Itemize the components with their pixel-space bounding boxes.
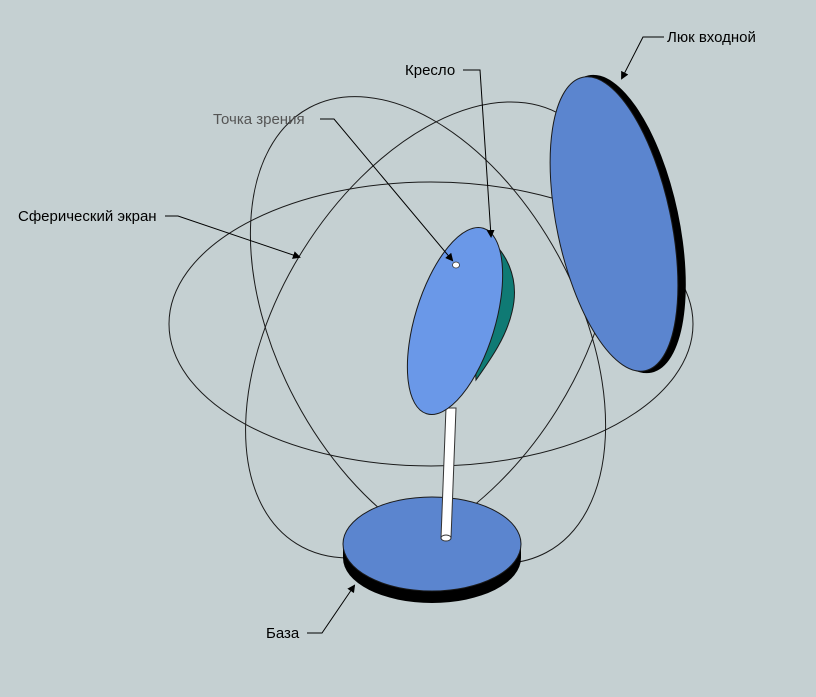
base-leader [307,584,356,634]
label-seat: Кресло [405,62,455,79]
label-base: База [266,625,300,642]
label-hatch: Люк входной [667,29,756,46]
base [342,496,522,603]
hatch-leader [621,36,664,80]
seat-leader [463,69,495,238]
screen-leader [165,215,301,259]
viewpoint-leader [320,118,454,262]
hatch-face [549,76,679,372]
leader-lines [165,36,664,634]
seat-post [440,407,457,542]
post-foot [440,534,452,542]
seat [406,227,515,415]
entrance-hatch [549,74,686,374]
screen-ring-tilted-left [249,96,607,564]
label-viewpoint: Точка зрения [213,111,305,128]
screen-ring-horizontal [168,181,694,467]
viewpoint-marker [452,261,460,269]
labels: Люк входной Кресло Точка зрения Сферичес… [18,29,756,642]
seat-front [406,227,504,415]
base-top [342,496,522,592]
label-screen: Сферический экран [18,208,157,225]
